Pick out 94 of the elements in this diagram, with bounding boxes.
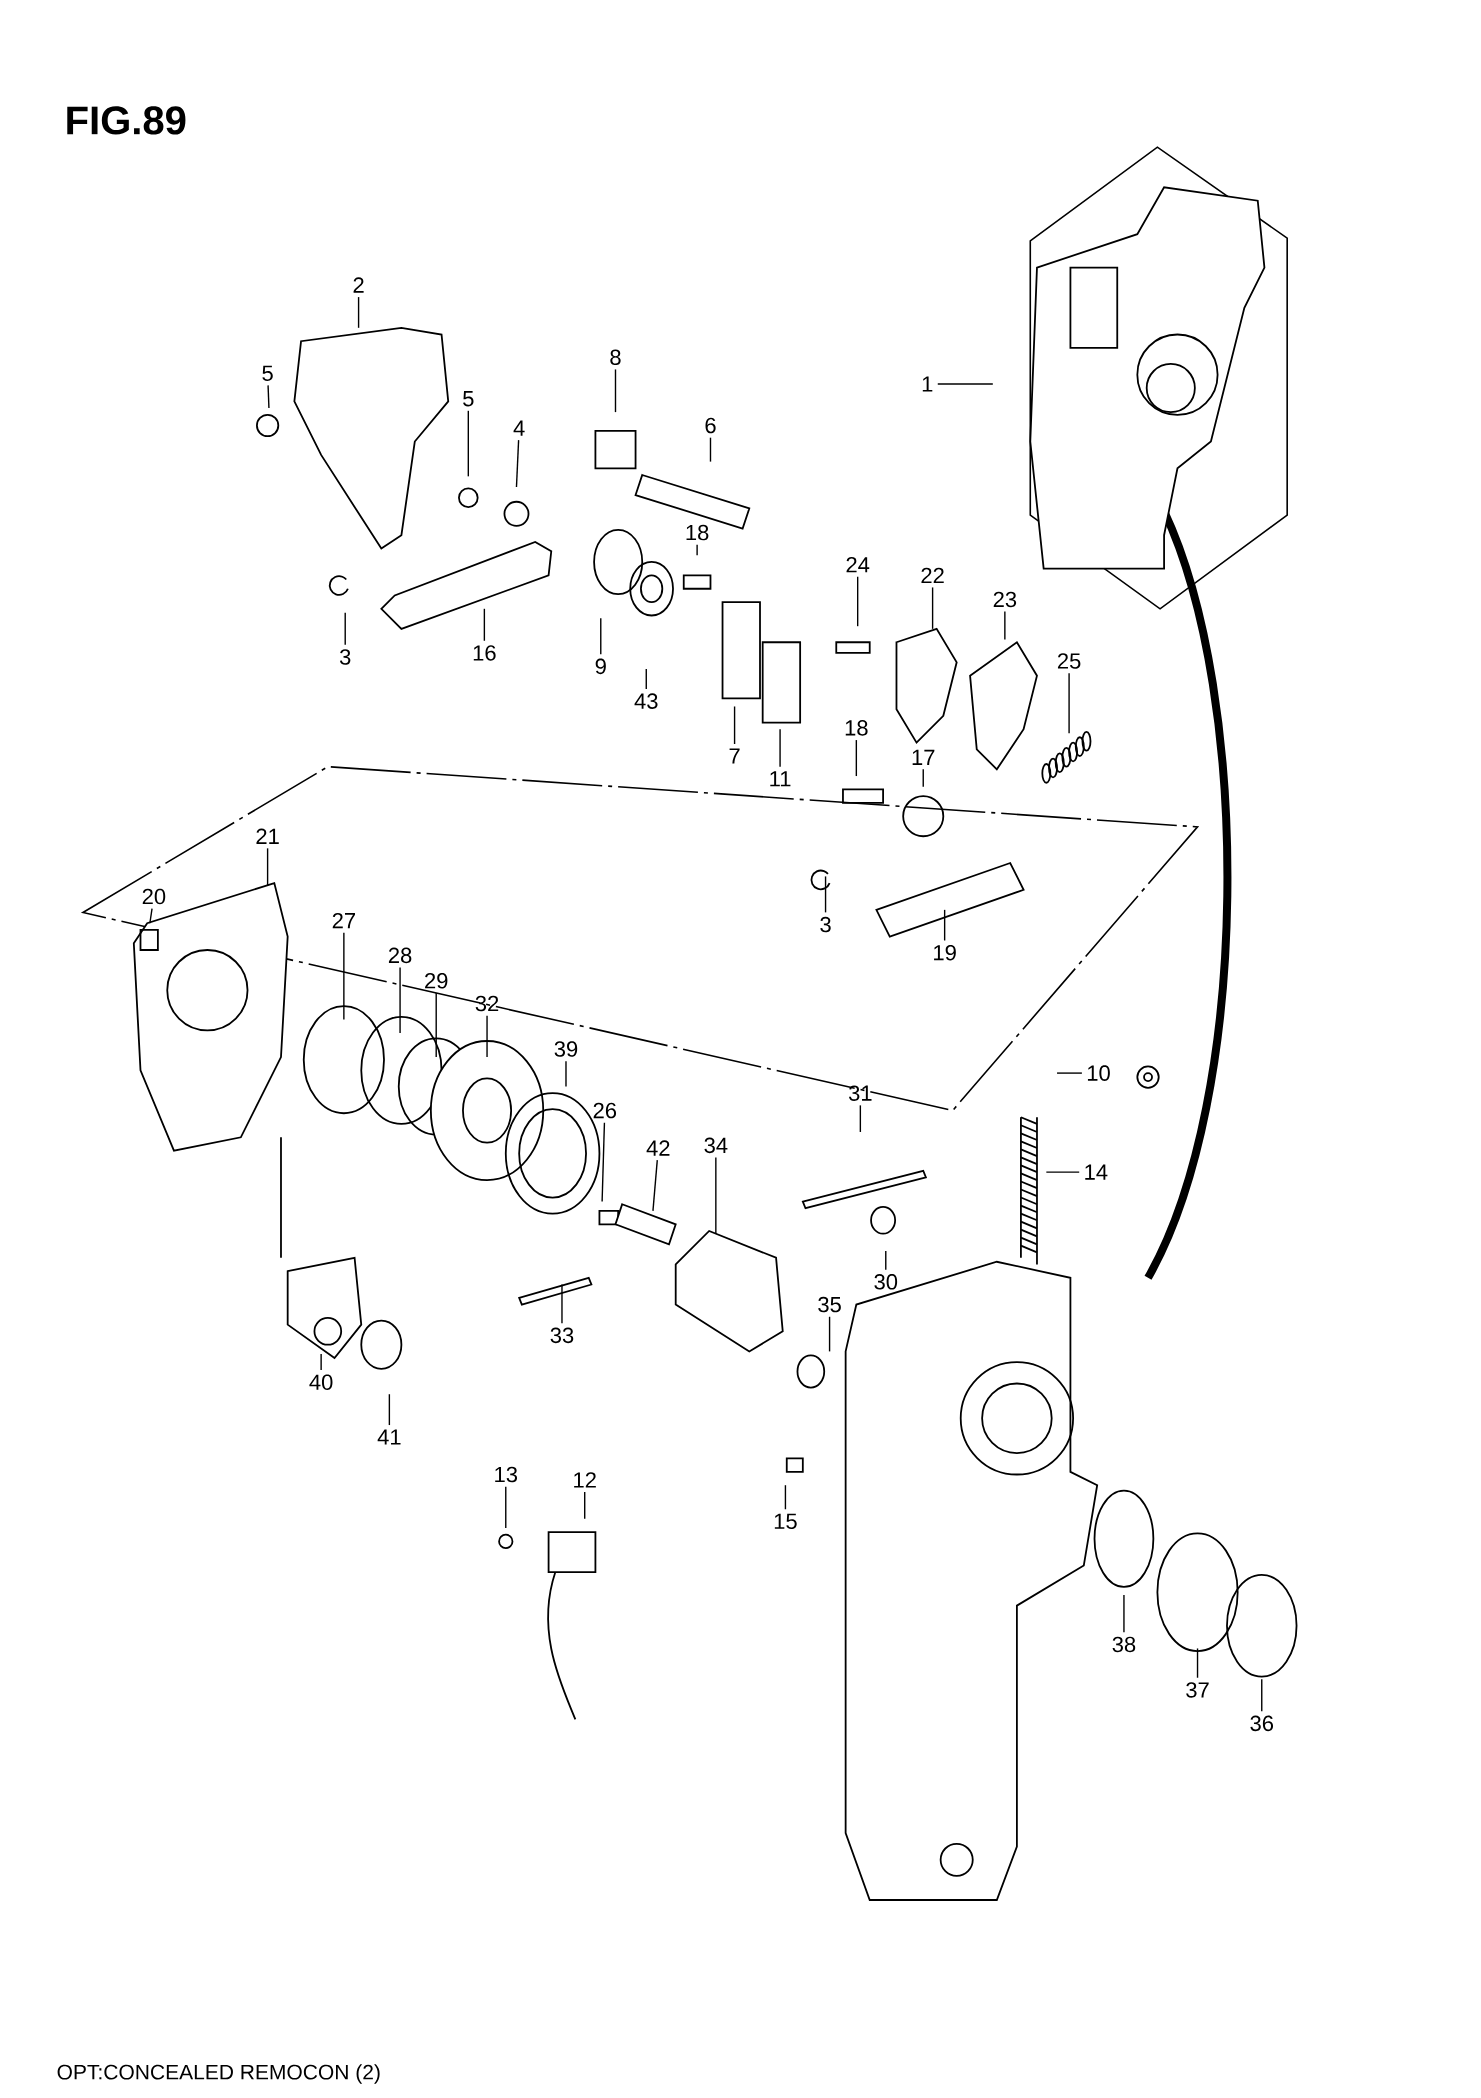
callout-number: 13 [495, 1466, 517, 1483]
caption: OPT:CONCEALED REMOCON (2) [57, 2064, 380, 2084]
callout-number: 5 [463, 391, 474, 407]
callout-number: 24 [846, 557, 870, 573]
leader-line [399, 966, 401, 1034]
callout-number: 17 [912, 749, 935, 765]
leader-line [885, 1250, 887, 1271]
leader-line [614, 368, 617, 413]
callout-number: 3 [820, 916, 831, 933]
leader-line [937, 383, 994, 385]
leader-line [344, 612, 346, 646]
callout-number: 25 [1057, 653, 1081, 669]
callout-number: 21 [256, 828, 279, 844]
callout-number: 39 [554, 1041, 578, 1057]
leader-line [859, 1104, 861, 1133]
leader-line [505, 1486, 507, 1529]
callout-number: 40 [309, 1374, 333, 1390]
leader-line [1045, 1171, 1080, 1173]
leader-line [715, 1156, 717, 1235]
callout-number: 23 [993, 591, 1017, 608]
leader-line [1068, 672, 1070, 734]
callout-number: 6 [705, 417, 716, 434]
callout-number: 5 [262, 365, 273, 381]
callout-number: 4 [513, 420, 525, 436]
leader-line [652, 1159, 658, 1212]
leader-line [855, 739, 857, 777]
leader-line [1004, 610, 1006, 641]
leader-line [601, 1122, 606, 1203]
leader-line [388, 1393, 390, 1426]
leader-line [266, 847, 269, 887]
callout-number: 10 [1087, 1065, 1110, 1081]
callout-number: 34 [704, 1137, 728, 1154]
leader-line [856, 576, 859, 627]
callout-number: 26 [593, 1102, 616, 1119]
leader-line [267, 384, 270, 409]
callout-number: 37 [1186, 1682, 1209, 1698]
leader-line [922, 768, 924, 788]
leader-line [824, 875, 827, 914]
leader-line [583, 1491, 586, 1520]
callout-number: 22 [921, 567, 944, 584]
leader-line [943, 909, 946, 942]
leader-line [149, 907, 153, 924]
callout-number: 32 [475, 995, 499, 1012]
leader-line [1123, 1594, 1125, 1633]
callout-number: 1 [922, 376, 933, 392]
leader-line [733, 705, 736, 745]
callout-number: 3 [339, 649, 351, 665]
callout-number: 2 [353, 277, 364, 293]
leader-line [779, 728, 781, 768]
callout-number: 18 [686, 524, 709, 541]
leader-line [486, 1015, 488, 1058]
callout-number: 8 [610, 349, 621, 366]
leader-line [931, 586, 934, 630]
callout-number: 29 [425, 973, 448, 989]
leader-line [1261, 1678, 1263, 1712]
leader-line [828, 1316, 831, 1353]
leader-line [600, 617, 602, 655]
figure-title: FIG.89 [67, 106, 186, 135]
callout-number: 33 [550, 1327, 574, 1344]
callout-number: 18 [845, 720, 868, 736]
leader-line [696, 544, 698, 556]
callout-number: 35 [818, 1296, 841, 1313]
callout-number: 36 [1250, 1715, 1273, 1732]
callout-number: 20 [142, 888, 166, 905]
callout-number: 42 [646, 1140, 670, 1156]
leader-line [320, 1353, 322, 1371]
callout-number: 12 [574, 1472, 596, 1488]
leader-line [343, 931, 345, 1021]
leader-line [1056, 1072, 1083, 1074]
callout-number: 30 [874, 1274, 898, 1290]
callout-number: 14 [1085, 1164, 1108, 1180]
leader-line [435, 992, 437, 1058]
callout-number: 11 [770, 771, 791, 787]
callout-number: 28 [388, 947, 412, 964]
callout-number: 7 [729, 748, 740, 764]
callout-number: 9 [595, 658, 606, 675]
leader-line [561, 1283, 563, 1324]
callout-number: 31 [848, 1085, 872, 1101]
callout-number: 27 [332, 912, 355, 929]
leader-line [645, 668, 647, 690]
callout-number: 16 [473, 645, 496, 661]
leader-line [515, 439, 520, 488]
callout-number: 19 [934, 944, 956, 961]
callout-number: 43 [634, 693, 658, 709]
leader-line [709, 437, 712, 463]
leader-line [467, 410, 469, 478]
leader-line [483, 608, 485, 642]
callout-number: 38 [1112, 1636, 1136, 1653]
leader-line [357, 296, 360, 329]
leader-line [565, 1060, 567, 1088]
leader-line [1196, 1647, 1199, 1679]
leader-line [784, 1484, 787, 1510]
callout-number: 41 [377, 1429, 401, 1445]
callout-number: 15 [774, 1513, 797, 1529]
